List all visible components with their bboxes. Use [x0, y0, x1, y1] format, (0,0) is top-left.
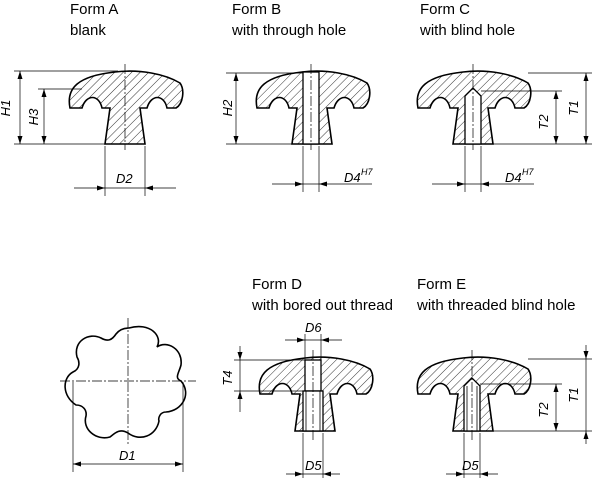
form-e-section: T2 T1 D5 [416, 345, 592, 478]
form-c-subtitle: with blind hole [419, 22, 515, 39]
form-c-label: Form C with blind hole [419, 1, 515, 39]
form-d-section: D6 T4 D5 [220, 320, 374, 478]
dim-d4-c: D4 [505, 170, 522, 185]
dim-t4: T4 [220, 370, 235, 385]
dim-d5: D5 [305, 458, 322, 473]
dim-d5-e: D5 [462, 458, 479, 473]
form-e-subtitle: with threaded blind hole [416, 297, 575, 314]
form-b-subtitle: with through hole [231, 22, 346, 39]
form-c-title: Form C [420, 1, 470, 18]
dim-d4-tolerance: H7 [361, 167, 373, 177]
dim-h3: H3 [26, 108, 41, 125]
form-d-title: Form D [252, 276, 302, 293]
form-e-title: Form E [417, 276, 466, 293]
form-c-section: T2 T1 D4 H7 [416, 64, 592, 192]
dim-h2: H2 [220, 99, 235, 116]
form-a-section: H1 H3 D2 [0, 64, 184, 196]
dim-d2: D2 [116, 171, 133, 186]
form-b-title: Form B [232, 1, 281, 18]
dim-t1-e: T1 [566, 387, 581, 402]
form-b-section: H2 D4 H7 [220, 64, 373, 192]
form-b-label: Form B with through hole [231, 1, 346, 39]
dim-t2-e: T2 [536, 402, 551, 418]
form-d-label: Form D with bored out thread [251, 276, 393, 314]
dim-d1: D1 [119, 448, 136, 463]
form-a-subtitle: blank [70, 22, 106, 39]
form-a-title: Form A [70, 1, 118, 18]
form-d-subtitle: with bored out thread [251, 297, 393, 314]
dim-d4-c-tolerance: H7 [522, 167, 534, 177]
dim-h1: H1 [0, 100, 13, 117]
dim-t2: T2 [536, 114, 551, 130]
star-knob-outline [64, 325, 187, 439]
top-view-section: D1 [60, 318, 196, 472]
form-a-label: Form A blank [70, 1, 118, 39]
form-e-label: Form E with threaded blind hole [416, 276, 575, 314]
dim-t1: T1 [566, 100, 581, 115]
dim-d6: D6 [305, 320, 322, 335]
dim-d4: D4 [344, 170, 361, 185]
